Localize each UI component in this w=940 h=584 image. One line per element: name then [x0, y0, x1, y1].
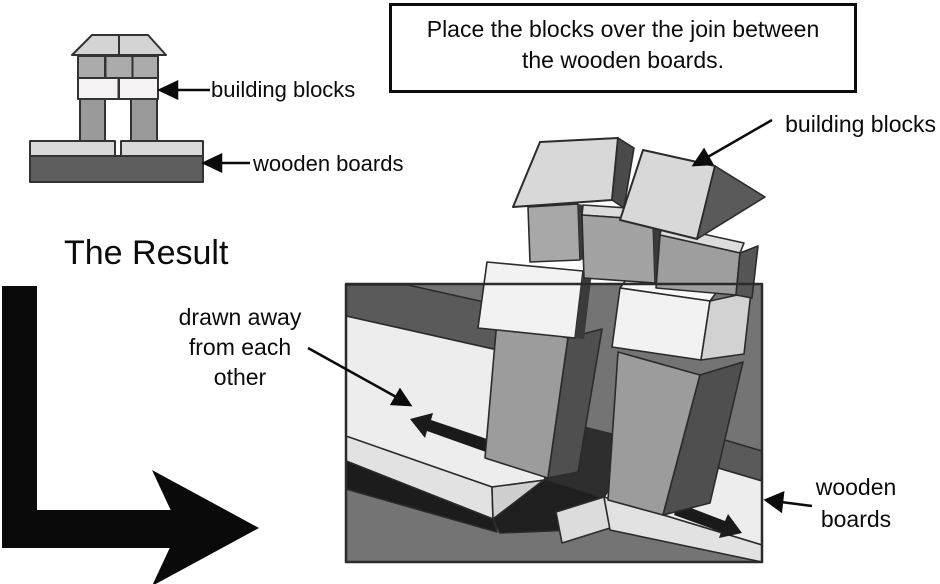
- wooden-boards-arrow: [780, 500, 813, 508]
- drawn-away-line: other: [213, 364, 267, 390]
- drawn-away-line: drawn away: [178, 304, 302, 330]
- setup-board-dark: [29, 155, 204, 183]
- setup-diagram: [29, 34, 204, 183]
- instruction-line: Place the blocks over the join between: [426, 16, 820, 42]
- roof-right-side: [696, 165, 766, 240]
- result-label-arrows: [307, 118, 813, 514]
- roof-left: [512, 137, 619, 208]
- setup-pillar: [130, 98, 158, 142]
- building-blocks-arrowhead-icon: [691, 147, 715, 167]
- result-illustration: [344, 137, 766, 564]
- wooden-boards-arrowhead-icon: [201, 153, 223, 173]
- light-block-gap: [575, 271, 592, 339]
- light-block-left: [477, 261, 584, 339]
- setup-cube: [77, 55, 106, 79]
- drawn-away-line: from each: [188, 334, 292, 360]
- setup-light-block: [77, 77, 120, 100]
- drawn-away-arrowhead-icon: [389, 387, 413, 407]
- wooden-boards-arrowhead-icon: [763, 491, 785, 514]
- setup-wooden-boards-label: wooden boards: [253, 151, 404, 176]
- gray-cube-left: [527, 203, 581, 263]
- result-flow-arrow-icon: [2, 286, 259, 584]
- illustration-frame: [344, 282, 764, 564]
- right-motion-arrow-icon: [674, 503, 742, 538]
- building-blocks-arrow: [705, 118, 773, 160]
- instruction-line: the wooden boards.: [521, 47, 725, 73]
- setup-building-blocks-label: building blocks: [211, 77, 356, 102]
- setup-pillar: [79, 98, 106, 142]
- setup-light-block: [118, 77, 159, 100]
- building-blocks-arrowhead-icon: [157, 80, 179, 100]
- setup-cube: [131, 55, 159, 79]
- left-pillar-side: [547, 328, 603, 479]
- light-block-right: [611, 287, 711, 361]
- setup-roof-right: [118, 34, 167, 56]
- right-pillar-side: [662, 361, 744, 516]
- left-motion-arrow-icon: [410, 413, 490, 452]
- setup-roof-left: [71, 34, 120, 56]
- result-building-blocks-label: building blocks: [785, 111, 936, 137]
- wooden-boards-line: wooden: [815, 474, 897, 500]
- setup-board-top-left: [29, 140, 116, 157]
- result-title: The Result: [64, 234, 229, 272]
- wooden-boards-line: boards: [820, 506, 892, 532]
- result-wooden-boards-label: wooden boards: [798, 471, 914, 535]
- drawn-away-arrow: [307, 346, 399, 400]
- instruction-box: Place the blocks over the join between t…: [389, 3, 857, 93]
- setup-label-arrows: [157, 80, 250, 173]
- drawn-away-label: drawn away from each other: [160, 302, 320, 392]
- setup-board-top-right: [120, 140, 204, 157]
- setup-cube: [104, 55, 134, 79]
